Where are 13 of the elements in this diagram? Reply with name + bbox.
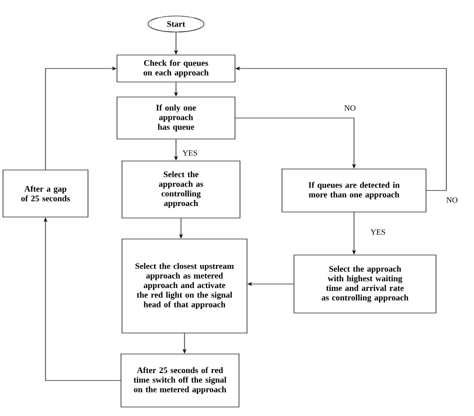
process-box: Select the approach with highest waiting time and arrival rate as controlling approach: [294, 254, 436, 314]
edge-label: NO: [445, 196, 459, 204]
process-box: Select the closest upstream approach as metered approach and activate the red light on the signal head of that approach: [122, 238, 248, 334]
process-box: After 25 seconds of red time switch off the signal on the metered approach: [120, 354, 240, 408]
edge-label: YES: [181, 149, 199, 157]
edge-label: YES: [369, 228, 387, 236]
process-box: After a gap of 25 seconds: [2, 170, 88, 218]
process-box: Check for queues on each approach: [116, 54, 236, 82]
edge-label: NO: [343, 104, 357, 112]
process-box: Select the approach as controlling approach: [122, 160, 240, 218]
start-terminal: Start: [148, 16, 204, 32]
process-box: If queues are detected in more than one approach: [282, 168, 426, 212]
process-box: If only one approach has queue: [116, 96, 236, 140]
